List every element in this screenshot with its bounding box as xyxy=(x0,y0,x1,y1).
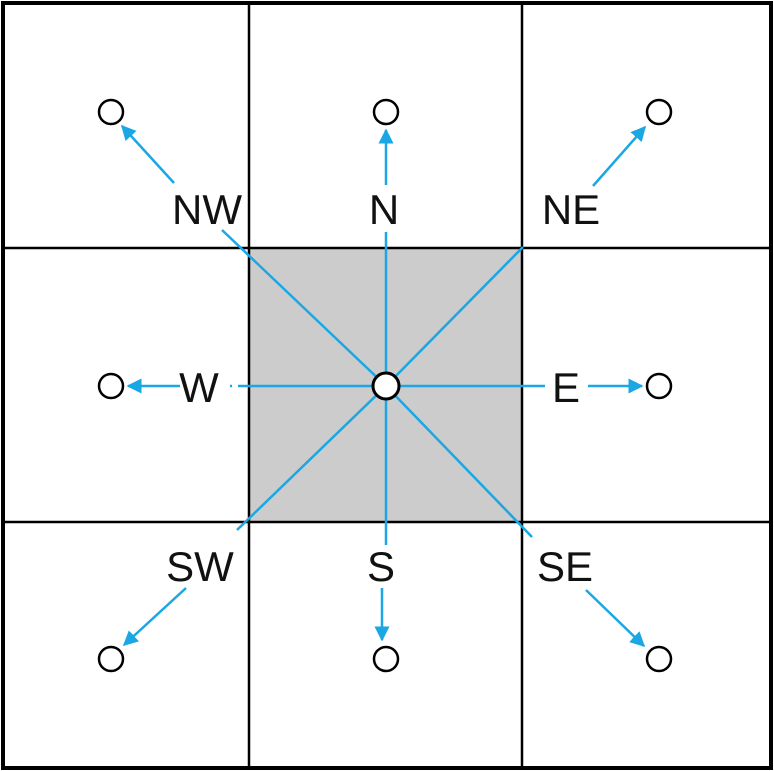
arrow-ne xyxy=(592,125,646,187)
label-ne: NE xyxy=(542,186,600,233)
connector-se xyxy=(385,385,533,538)
arrows xyxy=(120,124,646,648)
arrow-nw xyxy=(120,124,175,184)
label-masks xyxy=(232,370,238,402)
connector-sw xyxy=(236,385,387,531)
node-center xyxy=(371,371,401,401)
arrow-se xyxy=(585,589,646,648)
node-s xyxy=(372,645,400,673)
node-ne xyxy=(645,98,673,126)
node-sw xyxy=(97,645,125,673)
node-n xyxy=(372,98,400,126)
label-sw: SW xyxy=(166,543,234,590)
label-n: N xyxy=(369,186,399,233)
node-se xyxy=(645,645,673,673)
connector-nw xyxy=(221,229,387,387)
label-s: S xyxy=(367,543,395,590)
label-w: W xyxy=(179,364,219,411)
node-e xyxy=(645,372,673,400)
connectors xyxy=(221,229,545,545)
label-e: E xyxy=(552,364,580,411)
label-se: SE xyxy=(537,543,593,590)
nodes xyxy=(97,98,673,673)
arrow-sw xyxy=(122,587,187,647)
labels: NW N NE W E SW S SE xyxy=(166,186,600,590)
connector-ne xyxy=(385,246,524,387)
label-nw: NW xyxy=(172,186,242,233)
node-nw xyxy=(97,98,125,126)
node-w xyxy=(97,372,125,400)
